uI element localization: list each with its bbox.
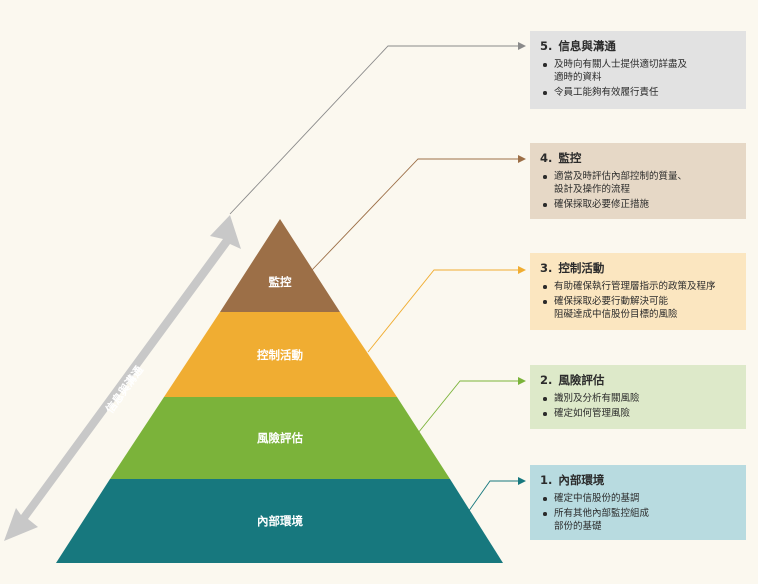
- communication-arrow: [4, 215, 241, 541]
- tier-risk-assessment: [110, 397, 450, 479]
- bullet-line: 確定中信股份的基調: [554, 493, 640, 504]
- box-number: 2.: [540, 373, 553, 387]
- connector-line-3: [367, 269, 518, 353]
- box-title: 4. 監控: [540, 150, 736, 166]
- box-number: 1.: [540, 473, 553, 487]
- bullet-list: 及時向有關人士提供適切詳盡及適時的資料 令員工能夠有效履行責任: [540, 58, 736, 99]
- bullet-item: 確定中信股份的基調: [540, 492, 736, 505]
- box-title-text: 風險評估: [558, 373, 605, 387]
- info-box-risk-assessment: 2. 風險評估 識別及分析有關風險 確定如何管理風險: [530, 365, 746, 429]
- tier-internal-environment: [56, 479, 503, 563]
- connector-arrowhead-4: [518, 155, 526, 163]
- connector-line-4: [311, 158, 518, 271]
- bullet-line: 設計及操作的流程: [554, 184, 631, 195]
- bullet-line: 確保採取必要修正措施: [554, 199, 650, 210]
- connector-line-5: [229, 45, 518, 215]
- tier-monitoring: [220, 219, 340, 312]
- box-title-text: 監控: [558, 151, 582, 165]
- bullet-item: 及時向有關人士提供適切詳盡及適時的資料: [540, 58, 736, 84]
- bullet-item: 有助確保執行管理層指示的政策及程序: [540, 280, 736, 293]
- bullet-item: 確定如何管理風險: [540, 407, 736, 420]
- box-number: 5.: [540, 39, 553, 53]
- bullet-list: 有助確保執行管理層指示的政策及程序 確保採取必要行動解決可能阻礙達成中信股份目標…: [540, 280, 736, 321]
- connector-arrowhead-5: [518, 42, 526, 50]
- box-number: 3.: [540, 261, 553, 275]
- tier-label-internal-environment: 內部環境: [257, 514, 303, 528]
- tier-label-control-activities: 控制活動: [257, 348, 303, 362]
- bullet-item: 識別及分析有關風險: [540, 392, 736, 405]
- tier-label-monitoring: 監控: [269, 275, 292, 289]
- bullet-line: 確保採取必要行動解決可能: [554, 296, 669, 307]
- connector-arrowhead-3: [518, 266, 526, 274]
- box-title: 3. 控制活動: [540, 260, 736, 276]
- communication-arrow-label: 信息與溝通: [102, 363, 146, 416]
- bullet-line: 阻礙達成中信股份目標的風險: [554, 309, 678, 320]
- bullet-item: 確保採取必要行動解決可能阻礙達成中信股份目標的風險: [540, 295, 736, 321]
- bullet-line: 識別及分析有關風險: [554, 393, 640, 404]
- bullet-list: 識別及分析有關風險 確定如何管理風險: [540, 392, 736, 420]
- box-title: 5. 信息與溝通: [540, 38, 736, 54]
- bullet-line: 確定如何管理風險: [554, 408, 631, 419]
- box-title-text: 控制活動: [558, 261, 605, 275]
- bullet-line: 及時向有關人士提供適切詳盡及: [554, 59, 688, 70]
- box-title-text: 信息與溝通: [558, 39, 616, 53]
- info-box-communication: 5. 信息與溝通 及時向有關人士提供適切詳盡及適時的資料 令員工能夠有效履行責任: [530, 31, 746, 109]
- bullet-line: 適時的資料: [554, 72, 602, 83]
- bullet-item: 適當及時評估內部控制的質量、設計及操作的流程: [540, 170, 736, 196]
- bullet-line: 所有其他內部監控組成: [554, 508, 650, 519]
- tier-label-risk-assessment: 風險評估: [257, 431, 303, 445]
- bullet-list: 確定中信股份的基調 所有其他內部監控組成部份的基礎: [540, 492, 736, 533]
- connector-line-2: [417, 380, 518, 434]
- info-box-internal-environment: 1. 內部環境 確定中信股份的基調 所有其他內部監控組成部份的基礎: [530, 465, 746, 540]
- bullet-list: 適當及時評估內部控制的質量、設計及操作的流程 確保採取必要修正措施: [540, 170, 736, 211]
- connector-line-1: [465, 480, 518, 516]
- connector-arrowhead-1: [518, 477, 526, 485]
- box-number: 4.: [540, 151, 553, 165]
- connector-arrowhead-2: [518, 377, 526, 385]
- info-box-monitoring: 4. 監控 適當及時評估內部控制的質量、設計及操作的流程 確保採取必要修正措施: [530, 143, 746, 219]
- bullet-item: 確保採取必要修正措施: [540, 198, 736, 211]
- bullet-item: 所有其他內部監控組成部份的基礎: [540, 507, 736, 533]
- bullet-item: 令員工能夠有效履行責任: [540, 86, 736, 99]
- bullet-line: 部份的基礎: [554, 521, 602, 532]
- tier-control-activities: [164, 312, 397, 397]
- info-box-control-activities: 3. 控制活動 有助確保執行管理層指示的政策及程序 確保採取必要行動解決可能阻礙達…: [530, 253, 746, 330]
- box-title: 2. 風險評估: [540, 372, 736, 388]
- box-title: 1. 內部環境: [540, 472, 736, 488]
- box-title-text: 內部環境: [558, 473, 605, 487]
- bullet-line: 令員工能夠有效履行責任: [554, 87, 659, 98]
- bullet-line: 有助確保執行管理層指示的政策及程序: [554, 281, 716, 292]
- bullet-line: 適當及時評估內部控制的質量、: [554, 171, 688, 182]
